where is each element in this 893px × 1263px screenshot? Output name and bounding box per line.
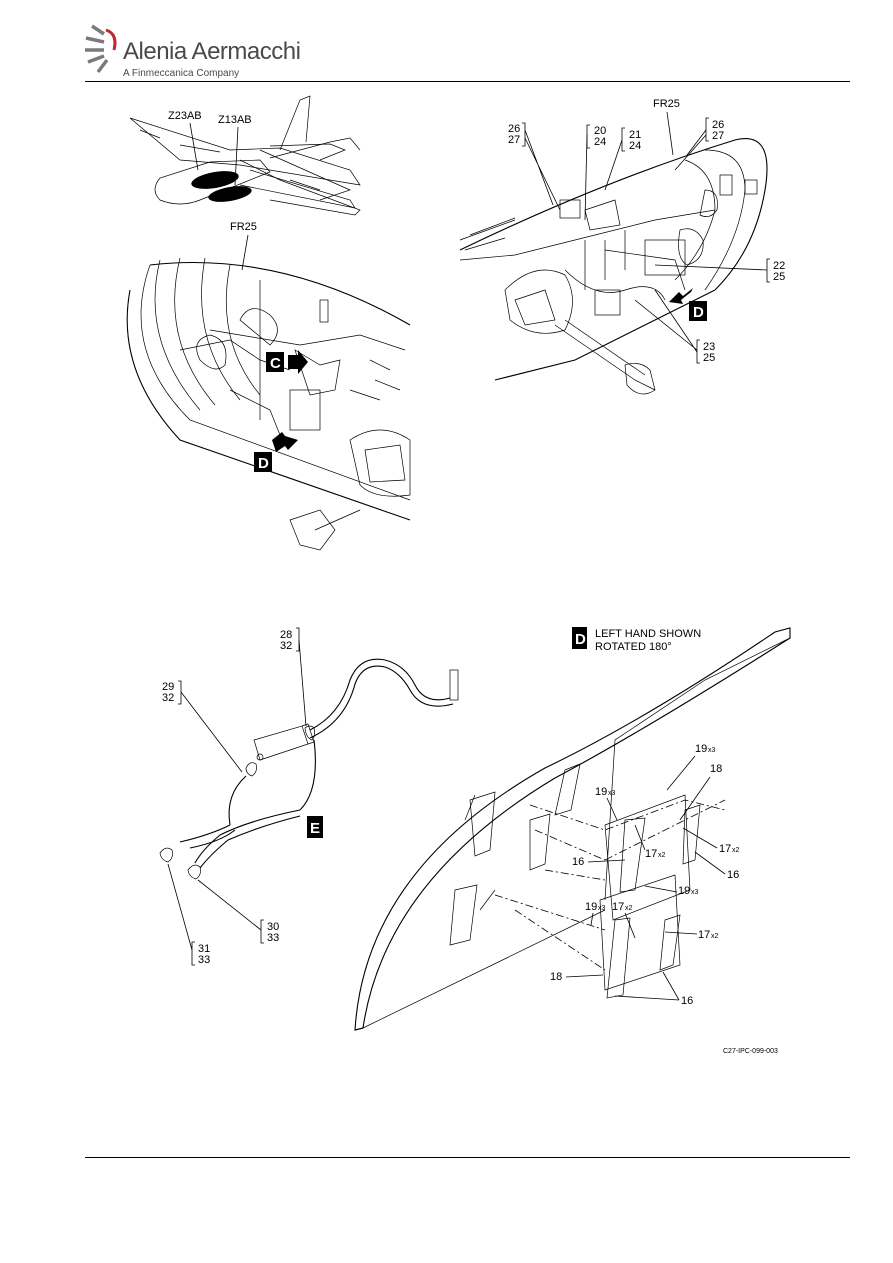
svg-text:20: 20 bbox=[594, 125, 606, 137]
aircraft-silhouette bbox=[129, 95, 361, 216]
zone-label: Z23AB bbox=[168, 110, 202, 122]
ref-20-24: 20 24 bbox=[584, 124, 606, 221]
svg-text:25: 25 bbox=[773, 271, 785, 283]
svg-text:33: 33 bbox=[267, 932, 279, 944]
fuselage-detail bbox=[126, 257, 411, 551]
item-19-c: 19 x3 bbox=[644, 885, 699, 897]
callout-d: D bbox=[693, 304, 704, 321]
svg-text:25: 25 bbox=[703, 352, 715, 364]
svg-text:23: 23 bbox=[703, 341, 715, 353]
bracket-set bbox=[449, 763, 701, 999]
zone-label: Z13AB bbox=[218, 114, 252, 126]
frame-label: FR25 bbox=[230, 221, 257, 233]
ref-23-25: 23 25 bbox=[634, 289, 715, 364]
svg-text:31: 31 bbox=[198, 943, 210, 955]
ref-30-33: 30 33 bbox=[197, 879, 279, 944]
panel-outline bbox=[354, 627, 791, 1031]
frame-label: FR25 bbox=[653, 98, 680, 110]
footer-rule bbox=[85, 1157, 850, 1158]
callout-d: D bbox=[258, 455, 269, 472]
svg-text:x2: x2 bbox=[732, 847, 740, 854]
svg-text:19: 19 bbox=[585, 901, 597, 913]
ref-22-25: 22 25 bbox=[654, 258, 785, 283]
item-16: 16 bbox=[727, 869, 739, 881]
svg-text:x2: x2 bbox=[711, 933, 719, 940]
svg-text:19: 19 bbox=[595, 786, 607, 798]
svg-text:27: 27 bbox=[712, 130, 724, 142]
callout-c: C bbox=[270, 355, 281, 372]
ref-28-32: 28 32 bbox=[280, 627, 307, 727]
view-d-panel: D LEFT HAND SHOWN ROTATED 180° 19 x3 18 bbox=[354, 627, 791, 1031]
svg-text:19: 19 bbox=[678, 885, 690, 897]
callout-d: D bbox=[575, 631, 586, 648]
svg-text:19: 19 bbox=[695, 743, 707, 755]
svg-text:22: 22 bbox=[773, 260, 785, 272]
svg-text:28: 28 bbox=[280, 629, 292, 641]
callout-e: E bbox=[310, 820, 320, 837]
svg-text:17: 17 bbox=[612, 901, 624, 913]
figure-reference: C27-IPC-099-003 bbox=[723, 1048, 778, 1055]
item-17-c: 17 x2 bbox=[612, 901, 636, 939]
item-18: 18 bbox=[710, 763, 722, 775]
svg-text:x2: x2 bbox=[658, 852, 666, 859]
item-19-mid: 19 x3 bbox=[595, 786, 618, 821]
svg-text:30: 30 bbox=[267, 921, 279, 933]
svg-text:x3: x3 bbox=[598, 905, 606, 912]
svg-text:17: 17 bbox=[719, 843, 731, 855]
svg-text:24: 24 bbox=[594, 136, 606, 148]
item-17-a: 17 x2 bbox=[634, 824, 666, 860]
svg-text:32: 32 bbox=[162, 692, 174, 704]
item-16: 16 bbox=[681, 995, 693, 1007]
svg-text:17: 17 bbox=[698, 929, 710, 941]
brand-subtitle: A Finmeccanica Company bbox=[123, 68, 240, 79]
item-17-b: 17 x2 bbox=[682, 827, 740, 855]
svg-text:21: 21 bbox=[629, 129, 641, 141]
svg-text:29: 29 bbox=[162, 681, 174, 693]
item-19-d: 19 x3 bbox=[585, 901, 606, 926]
assembly-lines bbox=[494, 799, 726, 971]
svg-text:24: 24 bbox=[629, 140, 641, 152]
brand-name: Alenia Aermacchi bbox=[123, 38, 301, 65]
ref-29-32: 29 32 bbox=[162, 680, 243, 773]
header-rule bbox=[85, 81, 850, 82]
view-d-title-line2: ROTATED 180° bbox=[595, 641, 672, 653]
ref-31-33: 31 33 bbox=[167, 863, 210, 966]
svg-text:33: 33 bbox=[198, 954, 210, 966]
svg-text:x2: x2 bbox=[625, 905, 633, 912]
item-19-top: 19 x3 bbox=[666, 743, 716, 791]
view-d-title-line1: LEFT HAND SHOWN bbox=[595, 628, 701, 640]
item-17-d: 17 x2 bbox=[664, 929, 719, 941]
svg-text:x3: x3 bbox=[608, 790, 616, 797]
fuselage-detail bbox=[459, 138, 768, 395]
svg-text:x3: x3 bbox=[691, 889, 699, 896]
svg-text:32: 32 bbox=[280, 640, 292, 652]
svg-text:27: 27 bbox=[508, 134, 520, 146]
locator-view-left: Z23AB Z13AB FR25 C D bbox=[126, 95, 411, 551]
item-18: 18 bbox=[550, 971, 562, 983]
svg-text:x3: x3 bbox=[708, 747, 716, 754]
item-16: 16 bbox=[572, 856, 584, 868]
brand-logo-icon bbox=[85, 24, 117, 74]
svg-text:26: 26 bbox=[712, 119, 724, 131]
ref-26-27-left: 26 27 bbox=[508, 122, 561, 211]
view-e-harness: 28 32 29 32 E 30 33 31 33 bbox=[159, 627, 459, 966]
svg-text:26: 26 bbox=[508, 123, 520, 135]
ref-26-27-right: 26 27 bbox=[674, 117, 724, 171]
svg-text:17: 17 bbox=[645, 848, 657, 860]
ref-21-24: 21 24 bbox=[604, 127, 641, 191]
locator-view-right: FR25 26 27 20 24 21 bbox=[459, 98, 785, 395]
harness-cable bbox=[159, 658, 459, 880]
